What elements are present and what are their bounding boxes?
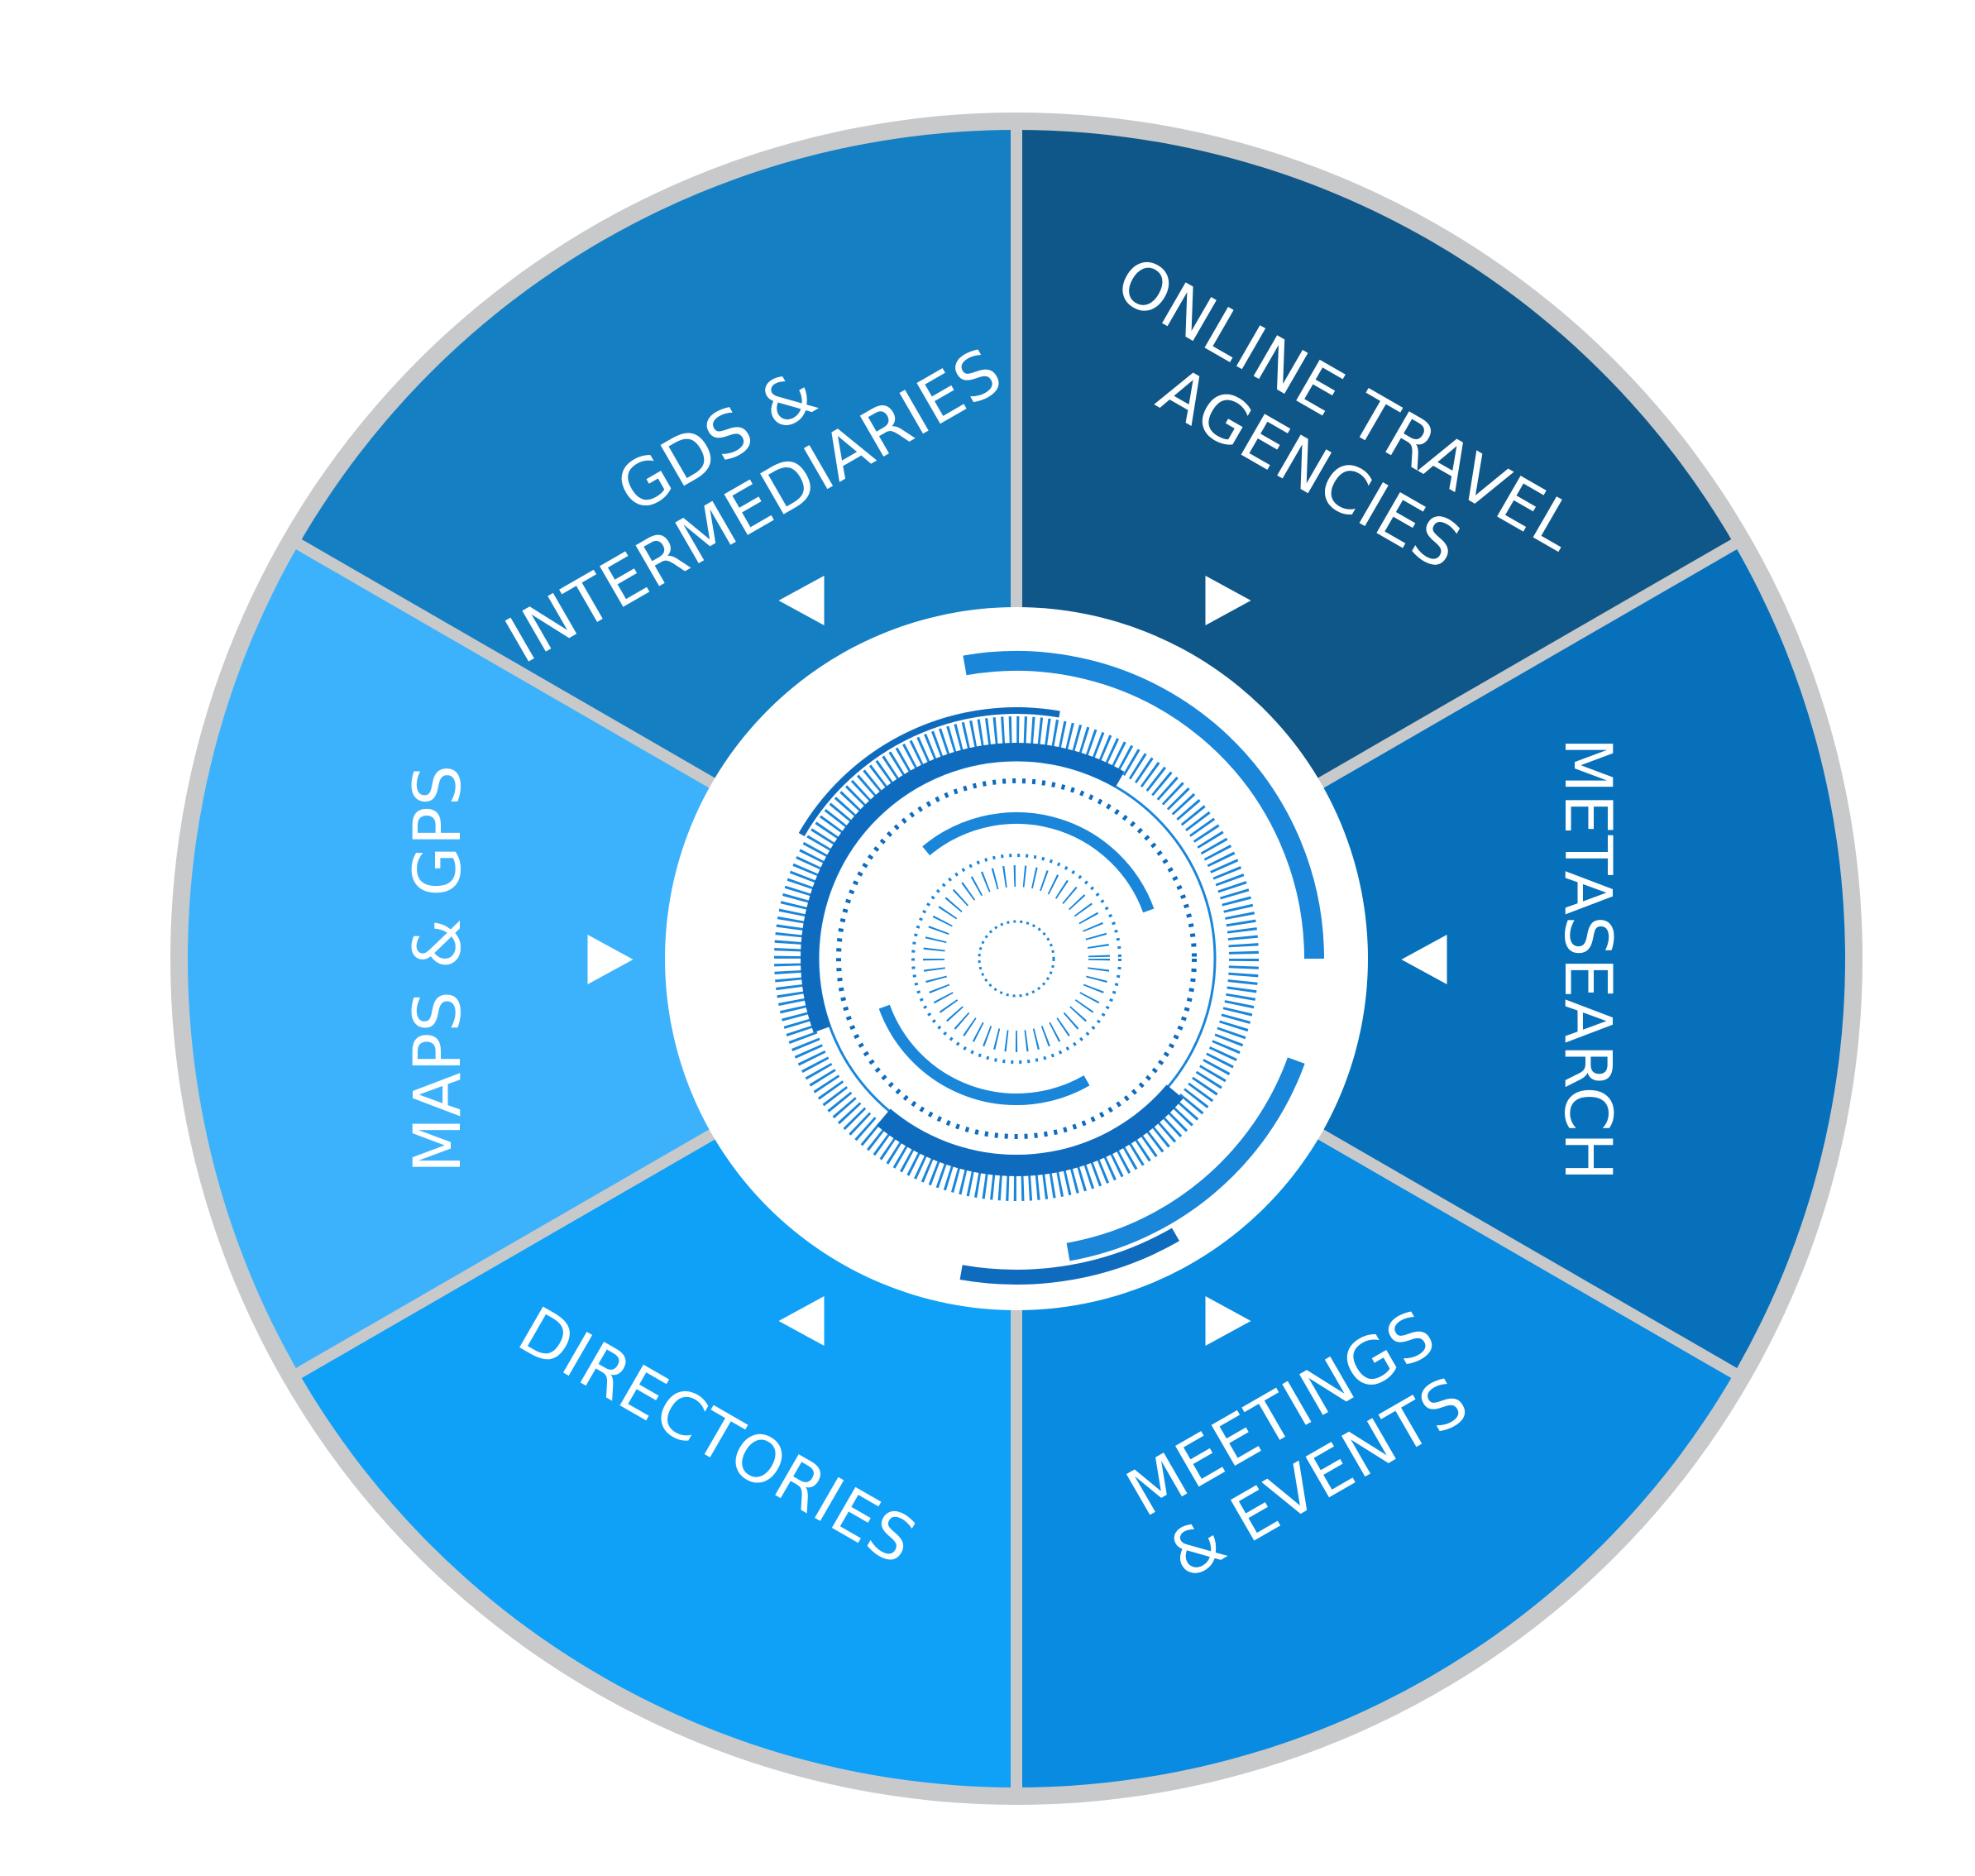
hub-dot-ring	[911, 854, 1121, 1064]
hub-arc	[798, 707, 1060, 837]
label-maps: MAPS & GPS	[401, 764, 476, 1174]
hub-dot-ring	[836, 778, 1197, 1139]
hub-arc	[876, 1084, 1184, 1176]
hub-arc	[1066, 1057, 1305, 1261]
hub-arc	[959, 1228, 1179, 1285]
hub-arc	[878, 1004, 1090, 1105]
hub-tick-ring	[774, 716, 1259, 1201]
hub-spoke-ring	[923, 865, 1110, 1052]
arrow-right-icon	[1205, 576, 1251, 625]
arrow-left-icon	[778, 576, 825, 625]
arrow-right-icon	[1205, 1296, 1251, 1346]
hub-core-ring	[978, 920, 1055, 998]
hub-arc	[963, 651, 1324, 960]
hub-arc	[801, 743, 1125, 1033]
arrow-left-icon	[778, 1296, 825, 1346]
label-metasearch: METASEARCH	[1550, 737, 1624, 1181]
arrow-right-icon	[587, 935, 634, 984]
hub-arc	[922, 812, 1155, 913]
tech-circle-graphic	[774, 651, 1324, 1285]
arrow-left-icon	[1401, 935, 1447, 984]
arrows	[587, 576, 1447, 1346]
